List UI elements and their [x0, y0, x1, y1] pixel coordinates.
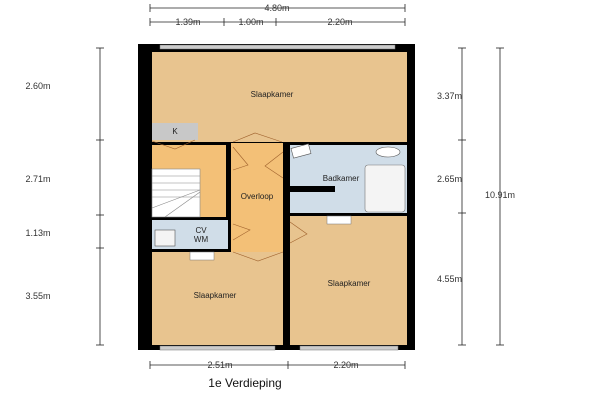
dim-right-2: 2.65m [437, 174, 462, 184]
label-wm: WM [194, 235, 209, 244]
label-kast: K [172, 127, 178, 136]
dim-top-1: 1.39m [175, 17, 200, 27]
bathtub-icon [364, 164, 406, 213]
radiator-icon [326, 215, 352, 225]
room-kast [152, 123, 198, 140]
radiator-icon [189, 251, 215, 261]
room-slaapkamer-bottom-right [290, 216, 407, 345]
dim-left-4: 3.55m [25, 291, 50, 301]
dim-top-2: 1.00m [238, 17, 263, 27]
dim-top-3: 2.20m [327, 17, 352, 27]
toilet-icon [375, 146, 401, 158]
dim-bottom-2: 2.20m [333, 360, 358, 370]
dim-right-total: 10.91m [485, 190, 515, 200]
interior-wall [290, 186, 335, 192]
dim-bottom-1: 2.51m [207, 360, 232, 370]
windows [159, 44, 399, 351]
label-slaapkamer-bottom-right: Slaapkamer [328, 279, 371, 288]
washing-machine-icon [154, 229, 176, 247]
room-overloop [231, 143, 283, 252]
dim-right-1: 3.37m [437, 91, 462, 101]
label-badkamer: Badkamer [323, 174, 360, 183]
dim-right-3: 4.55m [437, 274, 462, 284]
label-overloop: Overloop [241, 192, 274, 201]
dim-left-3: 1.13m [25, 228, 50, 238]
staircase-icon [151, 168, 201, 218]
label-cv: CV [195, 226, 207, 235]
sink-icon [290, 143, 312, 159]
dimension-lines [96, 4, 504, 369]
label-slaapkamer-bottom-left: Slaapkamer [194, 291, 237, 300]
dim-left-1: 2.60m [25, 81, 50, 91]
dim-top-total: 4.80m [264, 3, 289, 13]
dim-left-2: 2.71m [25, 174, 50, 184]
room-slaapkamer-bottom-left [152, 252, 283, 345]
floor-title: 1e Verdieping [208, 376, 281, 390]
door-swings [151, 132, 308, 262]
label-slaapkamer-top: Slaapkamer [251, 90, 294, 99]
